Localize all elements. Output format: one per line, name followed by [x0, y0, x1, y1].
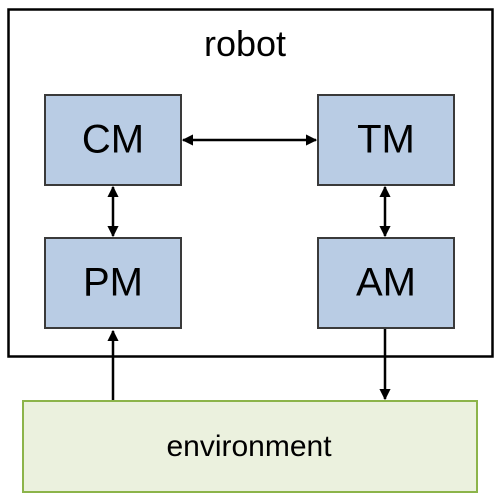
- module-tm: TM: [317, 94, 455, 186]
- environment: environment: [22, 400, 478, 493]
- module-am: AM: [317, 237, 455, 329]
- environment-box: [22, 400, 478, 493]
- environment-label: environment: [166, 430, 332, 463]
- module-am-label: AM: [356, 261, 416, 305]
- module-cm-box: [44, 94, 182, 186]
- module-tm-box: [317, 94, 455, 186]
- module-pm: PM: [44, 237, 182, 329]
- robot-title: robot: [204, 23, 286, 64]
- module-cm-label: CM: [82, 118, 144, 162]
- module-pm-label: PM: [83, 261, 143, 305]
- module-cm: CM: [44, 94, 182, 186]
- module-pm-box: [44, 237, 182, 329]
- module-am-box: [317, 237, 455, 329]
- module-tm-label: TM: [357, 118, 415, 162]
